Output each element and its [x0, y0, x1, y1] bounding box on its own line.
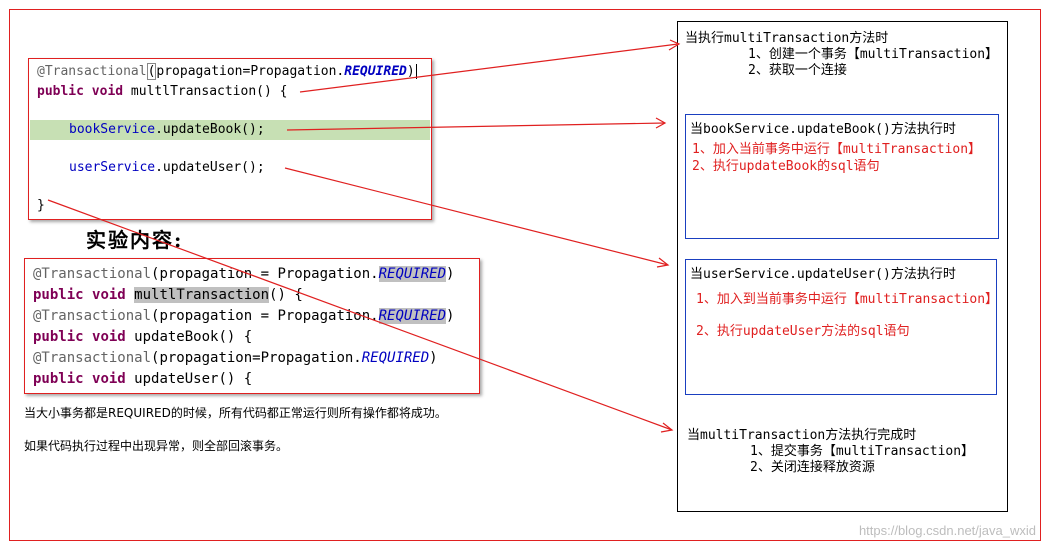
code-line: public void updateBook() { — [33, 329, 253, 345]
code-line: @Transactional(propagation = Propagation… — [33, 266, 455, 282]
section-heading: 实验内容: — [86, 228, 184, 252]
code-line: @Transactional(propagation = Propagation… — [33, 308, 455, 324]
explanation-panel — [677, 21, 1008, 512]
code-line: public void updateUser() { — [33, 371, 253, 387]
code-line-update-book: bookService.updateBook(); — [69, 122, 265, 137]
code-line-closing-brace: } — [37, 198, 45, 213]
step-start-title: 当执行multiTransaction方法时 — [685, 31, 889, 46]
step-end-item: 2、关闭连接释放资源 — [750, 460, 875, 475]
code-snippet-main: @Transactional(propagation=Propagation.R… — [28, 58, 432, 220]
code-line-method-signature: public void multlTransaction() { — [37, 84, 288, 99]
note-success: 当大小事务都是REQUIRED的时候，所有代码都正常运行则所有操作都将成功。 — [24, 406, 447, 420]
note-rollback: 如果代码执行过程中出现异常，则全部回滚事务。 — [24, 439, 289, 453]
step-start-item: 2、获取一个连接 — [748, 63, 847, 78]
update-user-item: 1、加入到当前事务中运行【multiTransaction】 — [696, 292, 999, 307]
update-user-box — [685, 259, 997, 395]
code-line-annotation: @Transactional(propagation=Propagation.R… — [37, 63, 417, 80]
update-book-title: 当bookService.updateBook()方法执行时 — [690, 122, 956, 137]
update-user-title: 当userService.updateUser()方法执行时 — [690, 267, 956, 282]
update-book-item: 1、加入当前事务中运行【multiTransaction】 — [692, 142, 982, 157]
watermark: https://blog.csdn.net/java_wxid — [858, 523, 1036, 538]
update-user-item: 2、执行updateUser方法的sql语句 — [696, 324, 910, 339]
code-line-update-user: userService.updateUser(); — [69, 160, 265, 175]
step-start-item: 1、创建一个事务【multiTransaction】 — [748, 47, 999, 62]
update-book-box — [685, 114, 999, 239]
code-line: public void multlTransaction() { — [33, 287, 303, 303]
step-end-title: 当multiTransaction方法执行完成时 — [687, 428, 917, 443]
code-line: @Transactional(propagation=Propagation.R… — [33, 350, 438, 366]
step-end-item: 1、提交事务【multiTransaction】 — [750, 444, 975, 459]
outer-frame — [9, 9, 1041, 541]
update-book-item: 2、执行updateBook的sql语句 — [692, 159, 880, 174]
code-snippet-experiment: @Transactional(propagation = Propagation… — [24, 258, 480, 394]
